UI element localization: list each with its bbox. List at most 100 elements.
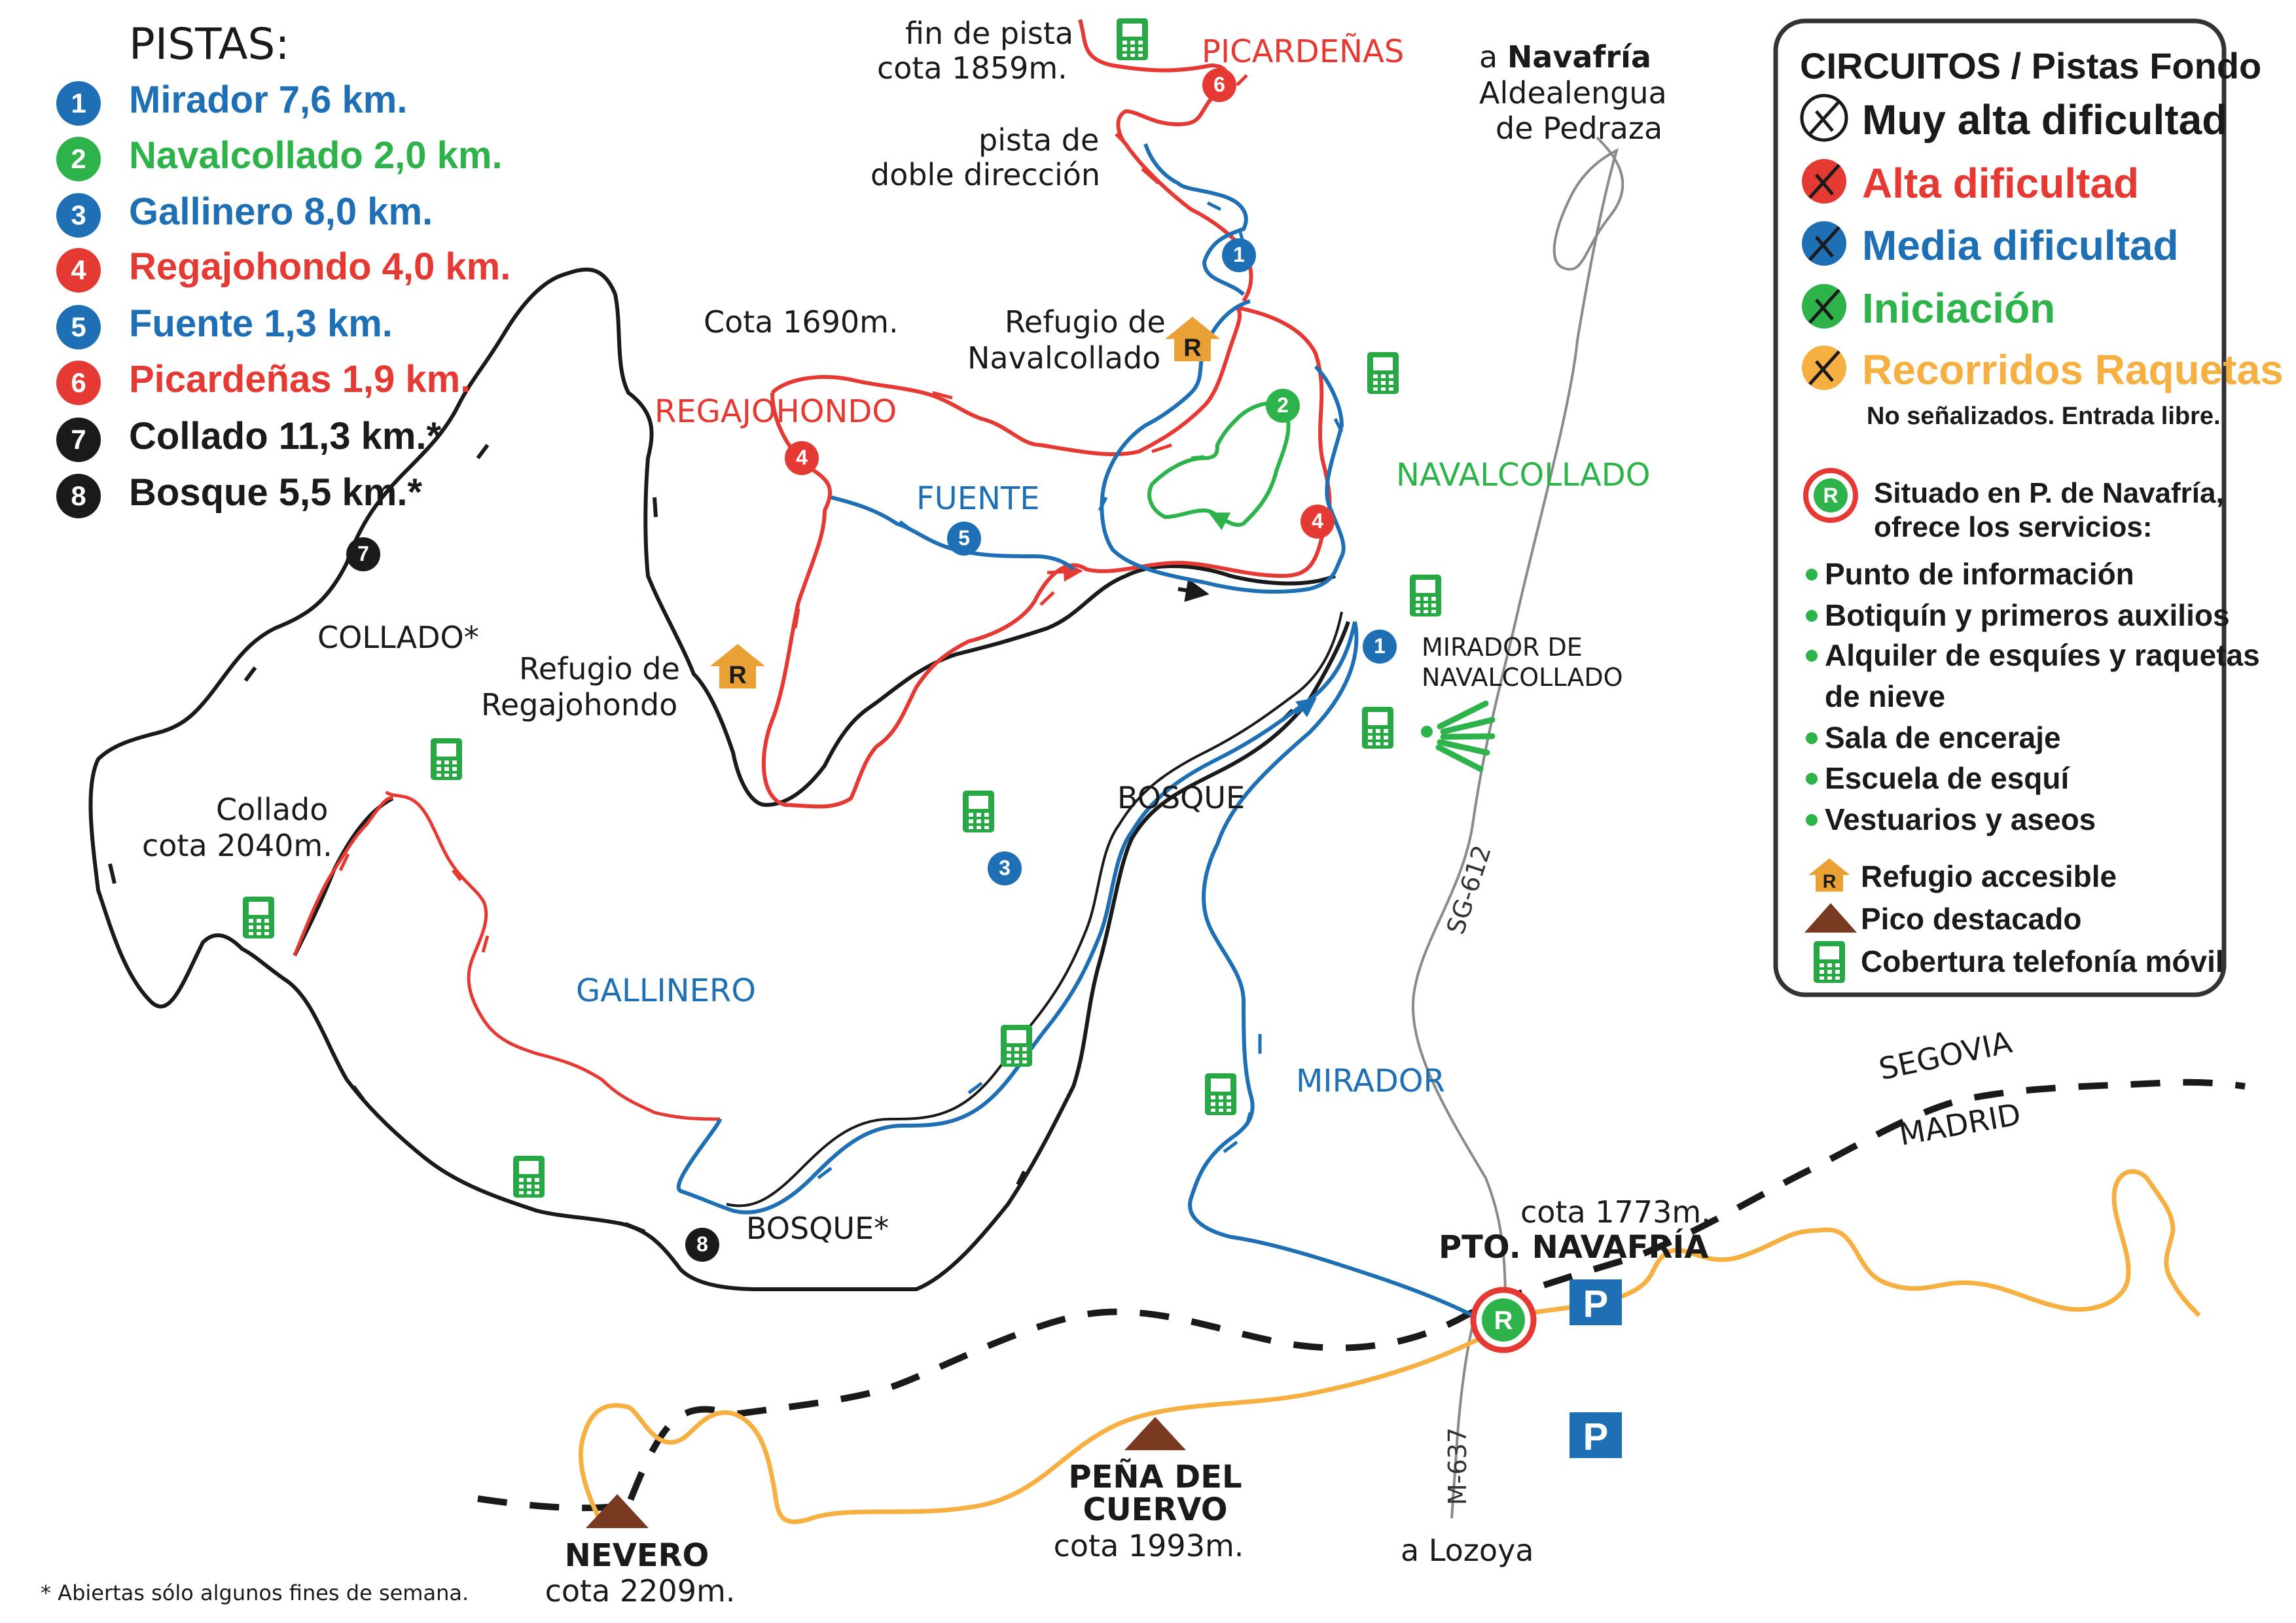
label-pena-cota: cota 1993m.	[1054, 1528, 1244, 1563]
svg-text:7: 7	[357, 542, 369, 565]
svg-text:Bosque 5,5 km.*: Bosque 5,5 km.*	[129, 471, 422, 514]
label-regajohondo: REGAJOHONDO	[655, 393, 897, 430]
legend-item-alta: Alta dificultad	[1802, 159, 2139, 207]
label-collado-cota-2: cota 2040m.	[142, 828, 332, 863]
green-arrows	[1191, 455, 1230, 524]
viewpoint-icon	[1421, 700, 1496, 772]
trail-1-mirador	[1188, 621, 1474, 1317]
svg-text:R: R	[1494, 1306, 1513, 1335]
trail-3-black	[726, 611, 1343, 1207]
legend: CIRCUITOS / Pistas Fondo Muy alta dificu…	[1773, 18, 2284, 997]
legend-peak: Pico destacado	[1804, 902, 2081, 936]
label-refugio-rega-1: Refugio de	[519, 651, 680, 687]
svg-text:6: 6	[71, 367, 86, 398]
svg-text:R: R	[1823, 872, 1837, 893]
trail-7-collado	[88, 267, 1350, 1291]
svg-text:Mirador 7,6 km.: Mirador 7,6 km.	[129, 79, 407, 121]
parking-icon-1: P	[1570, 1279, 1622, 1325]
peak-icon-pena-del-cuervo	[1124, 1417, 1186, 1450]
pistas-title: PISTAS:	[129, 19, 290, 69]
label-mirador-nav-2: NAVALCOLLADO	[1422, 663, 1623, 692]
label-navalcollado: NAVALCOLLADO	[1396, 457, 1650, 493]
trail-marker-5: 5	[947, 522, 981, 556]
svg-text:Alta dificultad: Alta dificultad	[1862, 160, 2139, 207]
svg-text:Botiquín y primeros auxilios: Botiquín y primeros auxilios	[1825, 598, 2230, 632]
svg-text:Recorridos Raquetas: Recorridos Raquetas	[1862, 346, 2284, 393]
phone-coverage-icon	[1205, 1073, 1236, 1115]
label-nevero: NEVERO	[565, 1537, 709, 1574]
svg-text:5: 5	[958, 526, 970, 550]
phone-coverage-icon	[963, 791, 994, 832]
svg-text:P: P	[1583, 1416, 1609, 1458]
svg-text:P: P	[1583, 1283, 1609, 1325]
snowshoe-routes	[578, 1169, 2201, 1526]
svg-text:5: 5	[71, 312, 86, 342]
trail-markers: 1 1 2 3 4 4 5 6 7 8	[346, 68, 1397, 1262]
pista-item-7: 7 Collado 11,3 km.*	[56, 415, 442, 462]
black-trails	[88, 267, 1350, 1291]
svg-text:Escuela de esquí: Escuela de esquí	[1825, 761, 2070, 795]
svg-text:7: 7	[71, 424, 86, 455]
svg-text:1: 1	[1374, 634, 1386, 658]
road-sg612	[1411, 136, 1624, 1303]
legend-refuge: R Refugio accesible	[1808, 858, 2117, 893]
skier-icon	[1802, 159, 1846, 204]
peak-icon	[1804, 903, 1857, 933]
svg-text:R: R	[728, 662, 746, 689]
label-doble-2: doble dirección	[870, 157, 1100, 192]
legend-phone: Cobertura telefonía móvil	[1814, 941, 2224, 983]
trail-4-upper	[770, 306, 1242, 457]
trail-6-picardenas	[1078, 19, 1253, 302]
svg-text:Alquiler de esquíes y raquetas: Alquiler de esquíes y raquetas	[1825, 638, 2260, 672]
label-nevero-cota: cota 2209m.	[545, 1573, 736, 1609]
trail-marker-7: 7	[346, 537, 380, 571]
label-picardenas: PICARDEÑAS	[1202, 33, 1404, 70]
red-arrows	[338, 74, 1248, 953]
svg-text:3: 3	[71, 200, 86, 230]
trail-marker-3: 3	[988, 851, 1022, 885]
trail-1-north	[1143, 143, 1248, 296]
label-fin-pista: fin de pista	[905, 16, 1073, 51]
refuge-icon: R	[1165, 317, 1220, 362]
label-doble-1: pista de	[978, 122, 1099, 158]
trail-marker-1-mirador: 1	[1363, 630, 1397, 664]
svg-text:Vestuarios y aseos: Vestuarios y aseos	[1825, 802, 2096, 836]
snowshoe-route-east	[1518, 1169, 2201, 1318]
trail-marker-2: 2	[1266, 389, 1300, 423]
label-madrid: MADRID	[1897, 1096, 2024, 1152]
refuge-icon: R	[710, 644, 765, 689]
label-collado-upper: COLLADO*	[317, 620, 479, 655]
service-point-icon: R	[1803, 468, 1858, 523]
label-pto-navafria: PTO. NAVAFRÍA	[1439, 1228, 1708, 1266]
phone-coverage-icon	[431, 738, 462, 780]
label-gallinero: GALLINERO	[576, 972, 756, 1009]
label-refugio-naval-2: Navalcollado	[967, 340, 1160, 376]
svg-text:R: R	[1823, 484, 1838, 507]
services-title-1: Situado en P. de Navafría,	[1874, 477, 2224, 509]
svg-text:3: 3	[999, 856, 1011, 880]
red-trails	[293, 19, 1332, 1121]
trail-marker-4-upper: 4	[785, 441, 819, 475]
pista-item-1: 1 Mirador 7,6 km.	[56, 79, 407, 126]
legend-item-iniciacion: Iniciación	[1802, 284, 2055, 332]
trail-marker-4-right: 4	[1300, 505, 1335, 539]
phone-coverage-icon	[1001, 1025, 1032, 1067]
svg-text:4: 4	[71, 255, 86, 285]
trail-collado-red-2	[293, 796, 394, 956]
trail-marker-8: 8	[685, 1228, 719, 1262]
label-collado-cota-1: Collado	[216, 792, 328, 827]
svg-text:Collado 11,3 km.*: Collado 11,3 km.*	[129, 415, 442, 457]
svg-text:Refugio accesible: Refugio accesible	[1861, 859, 2117, 893]
phone-coverage-icon	[1117, 18, 1148, 60]
label-m637: M-637	[1443, 1427, 1472, 1505]
svg-text:1: 1	[71, 88, 86, 118]
trail-3-gallinero	[677, 621, 1357, 1215]
footnote: * Abiertas sólo algunos fines de semana.	[41, 1580, 469, 1605]
phone-coverage-icon	[1362, 707, 1393, 749]
label-a-lozoya: a Lozoya	[1401, 1533, 1534, 1568]
